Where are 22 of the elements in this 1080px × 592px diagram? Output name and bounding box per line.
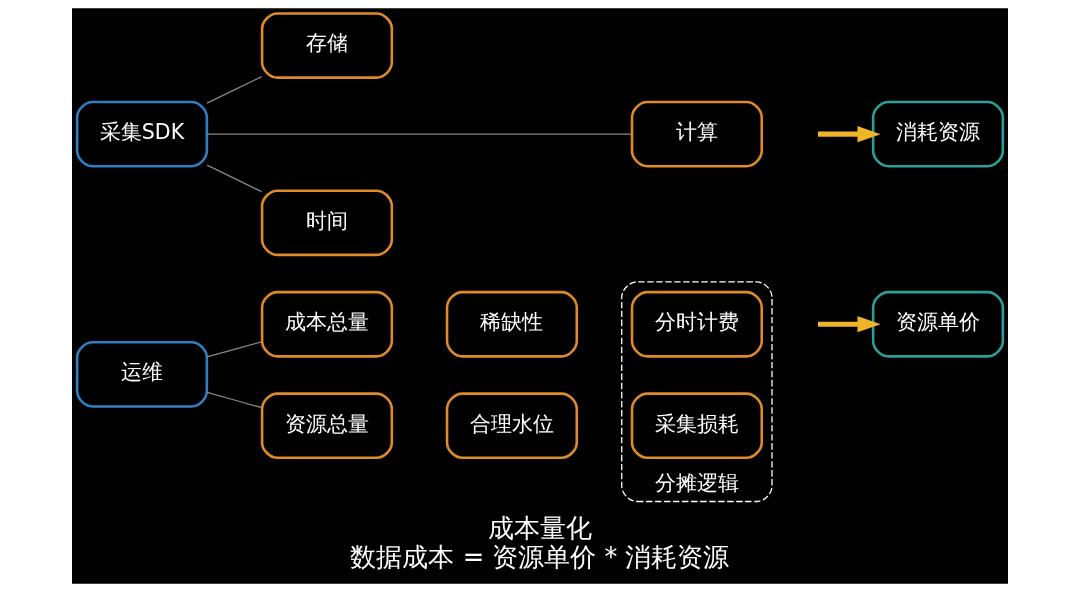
diagram-title: 成本量化 [488,513,592,544]
node-box: 资源总量 [260,392,394,460]
node-box: 资源单价 [871,290,1005,358]
node-box: 分时计费 [630,290,764,358]
node-box: 成本总量 [260,290,394,358]
node-box: 时间 [260,189,394,257]
node-box: 存储 [260,12,394,79]
connector [206,391,263,409]
connector [206,76,263,104]
node-box: 采集损耗 [630,392,764,460]
caption: 数据成本 = 资源单价 * 消耗资源 [350,541,730,572]
connector [206,164,263,193]
node-box: 稀缺性 [445,290,579,358]
node-box: 运维 [75,340,209,408]
node-box: 消耗资源 [871,100,1005,168]
node-box: 计算 [630,100,764,168]
arrow [818,316,881,333]
arrow [818,126,881,143]
connector [206,133,633,135]
connector [206,341,263,358]
node-box: 合理水位 [445,392,579,460]
node-box: 采集SDK [75,100,209,168]
